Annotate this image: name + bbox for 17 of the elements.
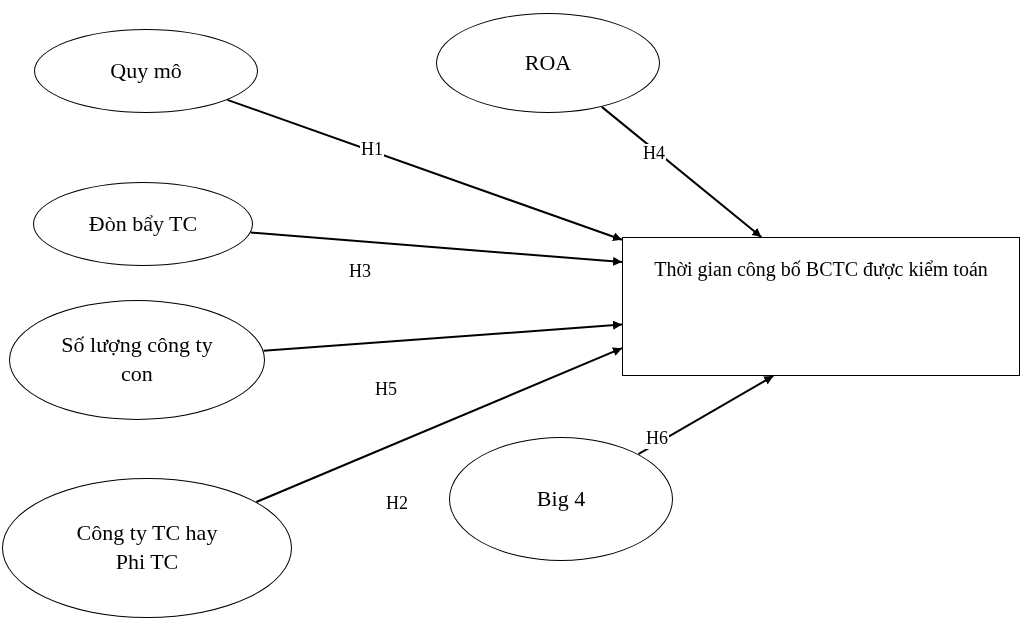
arrow <box>249 231 623 266</box>
arrow <box>600 105 763 238</box>
node-label: Thời gian công bố BCTC được kiểm toán <box>654 257 988 283</box>
arrow <box>637 375 775 456</box>
node-label: Big 4 <box>536 484 586 513</box>
arrow <box>262 320 623 352</box>
node-label: Công ty TC hay Phi TC <box>75 519 219 576</box>
arrow <box>255 347 623 503</box>
edge-label: H6 <box>645 429 669 449</box>
node-label: Số lượng công ty con <box>60 331 214 388</box>
edge-label: H4 <box>642 144 666 164</box>
node-label: Đòn bẩy TC <box>88 209 198 238</box>
node-label: ROA <box>524 48 572 77</box>
outcome-box <box>622 237 1020 376</box>
node-label: Quy mô <box>110 56 182 85</box>
edge-label: H1 <box>360 140 384 160</box>
arrow <box>226 98 623 241</box>
